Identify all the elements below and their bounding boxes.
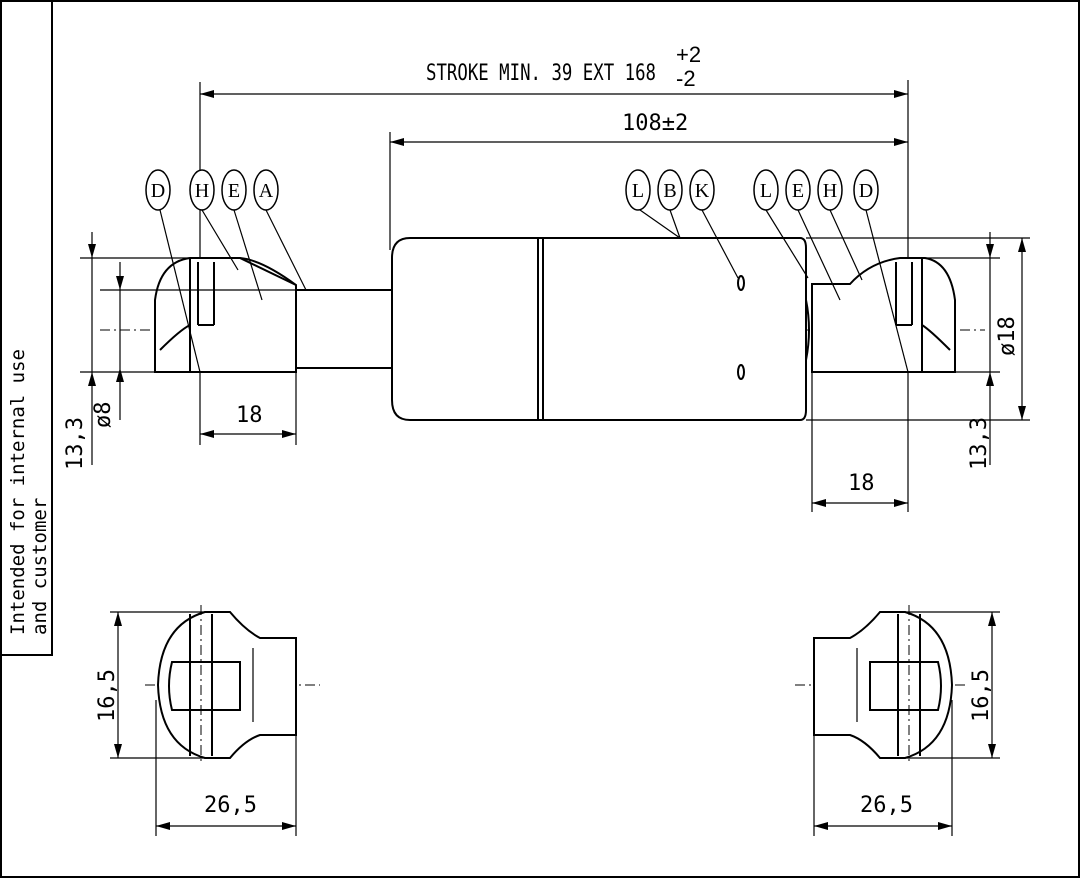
callout-h-left: H bbox=[195, 180, 209, 202]
stroke-tol-minus: -2 bbox=[676, 66, 696, 91]
note-text: Intended for internal use and customer bbox=[7, 349, 51, 635]
bottom-right-height-label: 16,5 bbox=[969, 669, 994, 722]
right-height-dimensions: ø18 13,3 bbox=[806, 232, 1030, 470]
left-end-fitting bbox=[154, 257, 297, 373]
body-length-label: 108±2 bbox=[622, 111, 688, 136]
piston-rod bbox=[295, 289, 393, 369]
left-height-label: 13,3 bbox=[63, 417, 88, 470]
callout-k-mid: K bbox=[695, 180, 710, 202]
callouts-mid: L B K bbox=[625, 169, 739, 279]
note-box bbox=[1, 1, 53, 656]
bottom-right-end-view: 16,5 26,5 bbox=[795, 605, 1000, 836]
callout-e-left: E bbox=[228, 180, 240, 202]
callout-d-right: D bbox=[859, 180, 873, 202]
bottom-left-end-view: 16,5 26,5 bbox=[95, 605, 320, 836]
body-length-dimension: 108±2 bbox=[389, 111, 908, 250]
callout-b-mid: B bbox=[663, 180, 676, 202]
rod-diameter-label: ø8 bbox=[91, 402, 116, 429]
cylinder-body bbox=[391, 237, 810, 421]
body-diameter-label: ø18 bbox=[995, 316, 1020, 356]
right-eye-width-label: 18 bbox=[848, 471, 875, 496]
note-line-1: Intended for internal use bbox=[7, 349, 29, 635]
stroke-dimension: STROKE MIN. 39 EXT 168 +2 -2 bbox=[199, 42, 909, 512]
left-eye-width-label: 18 bbox=[236, 403, 263, 428]
callout-l-mid: L bbox=[632, 180, 644, 202]
left-eye-width-dimension: 18 bbox=[200, 372, 297, 445]
bottom-right-width-label: 26,5 bbox=[860, 793, 913, 818]
callouts-left: D H E A bbox=[145, 169, 307, 373]
left-height-dimensions: 13,3 ø8 bbox=[63, 232, 296, 470]
stroke-tol-plus: +2 bbox=[676, 42, 701, 67]
callout-e-right: E bbox=[792, 180, 804, 202]
bottom-left-width-label: 26,5 bbox=[204, 793, 257, 818]
right-height-label: 13,3 bbox=[967, 417, 992, 470]
callout-a-left: A bbox=[259, 180, 274, 202]
right-eye-width-dimension: 18 bbox=[811, 372, 908, 512]
note-line-2: and customer bbox=[29, 498, 51, 635]
stroke-label: STROKE MIN. 39 EXT 168 bbox=[426, 61, 656, 86]
callout-d-left: D bbox=[151, 180, 165, 202]
bottom-left-height-label: 16,5 bbox=[95, 669, 120, 722]
callout-l-right: L bbox=[760, 180, 772, 202]
right-end-fitting bbox=[811, 257, 956, 373]
callout-h-right: H bbox=[823, 180, 837, 202]
callouts-right: L E H D bbox=[753, 169, 909, 373]
